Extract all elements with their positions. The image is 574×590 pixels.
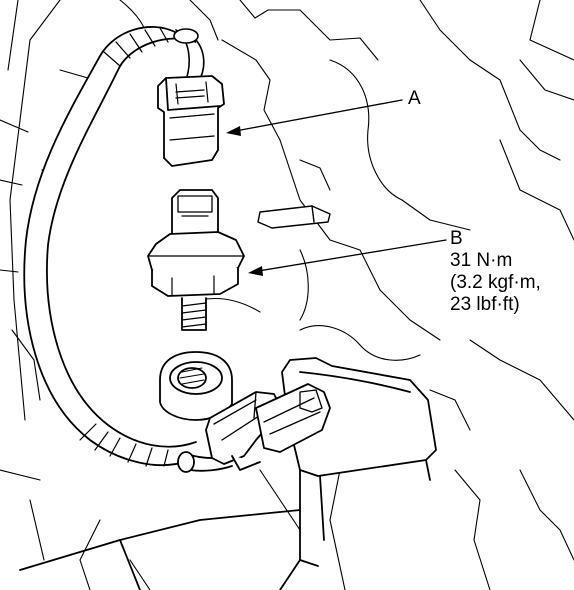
arrowhead-a: [226, 126, 241, 136]
leader-arrowheads: [226, 126, 263, 276]
leader-line-a: [229, 99, 403, 133]
leader-lines: [229, 99, 447, 273]
leader-line-b: [251, 239, 447, 273]
sensor-b: [147, 189, 245, 331]
torque-spec-lbf: 23 lbf·ft): [450, 294, 520, 315]
connector-a-wire: [173, 28, 205, 83]
lower-bracket: [281, 357, 437, 567]
wire-harness: [23, 26, 197, 467]
lower-connector: [177, 383, 331, 473]
torque-spec-kgf: (3.2 kgf·m,: [450, 272, 541, 293]
arrowhead-b: [248, 266, 263, 276]
mounting-hole: [159, 351, 233, 421]
torque-spec-nm: 31 N·m: [450, 250, 513, 271]
connector-a: [157, 75, 225, 167]
callout-a-label: A: [408, 88, 421, 109]
lower-edge: [19, 509, 301, 590]
callout-b-label: B: [450, 228, 463, 249]
block-boss-feature: [257, 205, 331, 229]
